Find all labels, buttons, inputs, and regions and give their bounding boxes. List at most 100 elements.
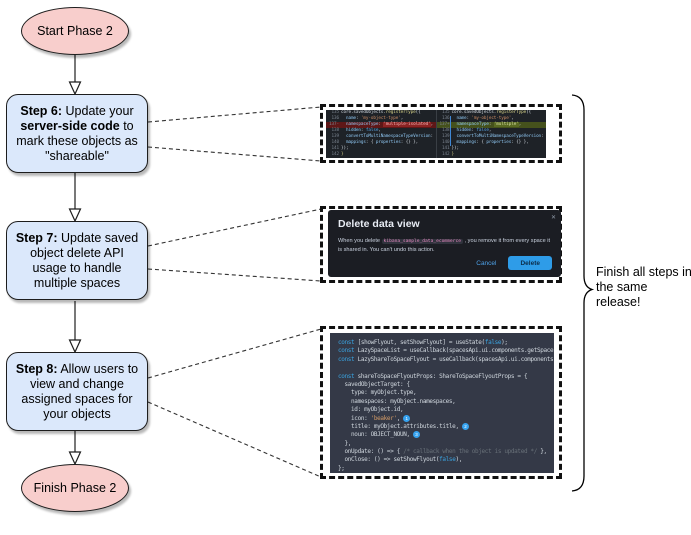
- modal-body-pre: When you delete: [338, 238, 382, 244]
- code-line: const LazyShareToSpaceFlyout = useCallba…: [338, 355, 554, 363]
- code-line: 140 mappings: { properties: {} },: [437, 140, 547, 146]
- code-line: type: myObject.type,: [338, 389, 417, 397]
- modal-title: Delete data view: [338, 218, 420, 230]
- step6-label: Step 6: Update your server-side code to …: [13, 104, 141, 164]
- code-line: title: myObject.attributes.title, 2: [338, 422, 554, 431]
- close-icon[interactable]: ✕: [550, 215, 556, 221]
- step8-bold: Step 8:: [15, 361, 58, 376]
- connector-line: [147, 268, 322, 282]
- react-code-screenshot: const [showFlyout, setShowFlyout] = useS…: [330, 333, 554, 473]
- step7-label: Step 7: Update saved object delete API u…: [13, 231, 141, 291]
- step6-bold2: server-side code: [20, 118, 120, 133]
- code-line: 142}: [326, 152, 436, 158]
- code-line: namespaces: myObject.namespaces,: [338, 397, 456, 405]
- code-line: };: [338, 464, 345, 472]
- connector-line: [147, 106, 322, 123]
- index-name-chip: kibana_sample_data_ecommerce: [381, 239, 463, 244]
- line-number: 137-: [329, 122, 339, 127]
- code-line: icon: 'beaker', 1: [338, 414, 554, 423]
- code-line: 142}: [437, 152, 547, 158]
- curly-brace: [571, 94, 595, 492]
- code-line: 140 mappings: { properties: {} },: [326, 140, 436, 146]
- step-badge-icon: 2: [461, 422, 469, 430]
- line-number: 135: [442, 110, 450, 115]
- step8-box: Step 8: Allow users to view and change a…: [6, 352, 148, 431]
- code-line: 139 convertToMultiNamespaceTypeVersion:: [326, 134, 436, 140]
- line-number: 139: [331, 134, 340, 139]
- code-line: [338, 364, 554, 372]
- line-number: 142: [442, 152, 450, 157]
- code-line: savedObjectTarget: {: [338, 380, 411, 388]
- step7-box: Step 7: Update saved object delete API u…: [6, 221, 148, 300]
- line-number: 135: [331, 110, 340, 115]
- code-line: id: myObject.id,: [338, 406, 404, 414]
- code-line: noun: OBJECT_NOUN, 3: [338, 431, 554, 439]
- line-number: 142: [331, 152, 340, 157]
- line-number: 138: [331, 128, 340, 133]
- delete-modal-screenshot: Delete data view ✕ When you delete kiban…: [328, 210, 561, 277]
- brace-label: Finish all steps in the same release!: [596, 265, 691, 309]
- line-number: 140: [331, 140, 340, 145]
- code-line: 136 name: 'my-object-type',: [437, 116, 547, 122]
- code-line: 136 name: 'my-object-type',: [326, 116, 436, 122]
- code-line: 137+ namespaceType: 'multiple',: [436, 122, 546, 128]
- step8-label: Step 8: Allow users to view and change a…: [13, 362, 141, 422]
- code-line: const [showFlyout, setShowFlyout] = useS…: [338, 339, 508, 346]
- code-line: const shareToSpaceFlyoutProps: ShareToSp…: [338, 372, 528, 380]
- connector-line: [147, 401, 322, 478]
- code-line: 139 convertToMultiNamespaceTypeVersion:: [437, 134, 547, 140]
- zoom-connectors: [147, 106, 322, 478]
- step6-box: Step 6: Update your server-side code to …: [6, 94, 148, 173]
- modal-footer: Cancel Delete: [476, 256, 552, 270]
- step6-text2: to mark these objects as "shareable": [16, 118, 138, 163]
- code-line: 141});: [326, 146, 436, 152]
- modal-body-post: , you remove it from every space it is s…: [338, 238, 551, 253]
- step6-bold: Step 6:: [20, 103, 63, 118]
- start-node: Start Phase 2: [21, 7, 129, 55]
- step-badge-icon: 1: [403, 414, 411, 422]
- connector-line: [147, 208, 322, 247]
- step7-bold: Step 7:: [15, 230, 58, 245]
- code-line: onClose: () => setShowFlyout(false),: [338, 456, 463, 464]
- flow-arrowheads: [68, 81, 82, 466]
- finish-node-label: Finish Phase 2: [33, 481, 117, 495]
- finish-node: Finish Phase 2: [21, 464, 129, 512]
- code-line: onUpdate: () => { /* callback when the o…: [338, 448, 548, 456]
- step8-text: Allow users to view and change assigned …: [21, 361, 139, 421]
- code-line: },: [338, 439, 352, 447]
- line-number: 139: [442, 134, 450, 139]
- modal-body: When you delete kibana_sample_data_ecomm…: [328, 230, 561, 254]
- arrowhead-icon: [68, 81, 82, 96]
- code-line: 137- namespaceType: 'multiple-isolated',: [326, 122, 436, 128]
- code-line: 141});: [437, 146, 547, 152]
- step6-text: Update your: [62, 103, 134, 118]
- line-number: 138: [442, 128, 450, 133]
- code-line: const LazySpaceList = useCallback(spaces…: [338, 347, 554, 355]
- arrowhead-icon: [68, 339, 82, 354]
- line-number: 141: [442, 146, 450, 151]
- zoom-frame-diff: [320, 104, 562, 163]
- line-number: 141: [331, 146, 340, 151]
- code-line: 138 hidden: false,: [326, 128, 436, 134]
- arrowhead-icon: [68, 451, 82, 466]
- zoom-frame-code: [320, 326, 562, 479]
- step7-text: Update saved object delete API usage to …: [30, 230, 139, 290]
- line-number: 140: [442, 140, 450, 145]
- cancel-button[interactable]: Cancel: [476, 259, 497, 267]
- delete-button[interactable]: Delete: [508, 256, 552, 270]
- diff-guide-line: [450, 116, 451, 146]
- start-node-label: Start Phase 2: [37, 24, 113, 38]
- step-badge-icon: 3: [413, 431, 421, 439]
- line-number: 136: [442, 116, 450, 121]
- line-number: 137+: [439, 122, 450, 127]
- connector-line: [147, 328, 322, 379]
- arrowhead-icon: [68, 208, 82, 223]
- line-number: 136: [331, 116, 340, 121]
